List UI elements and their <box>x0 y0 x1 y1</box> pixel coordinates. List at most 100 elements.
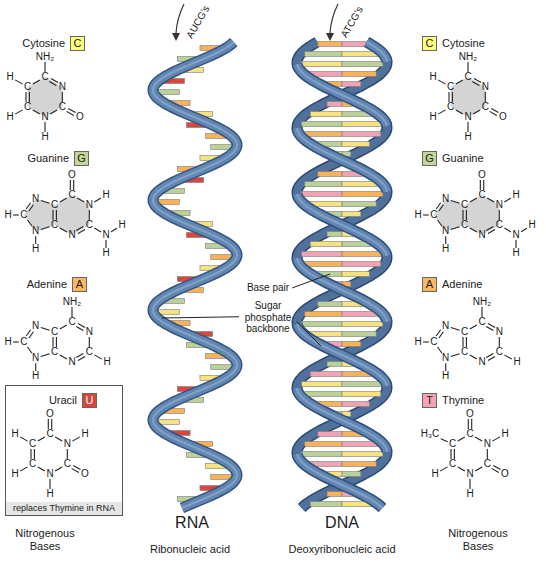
atom-label: H <box>4 337 11 347</box>
chemical-bond <box>439 205 444 211</box>
atom-label: O <box>68 170 76 180</box>
base-name: Guanine <box>27 152 69 165</box>
base-name: Adenine <box>27 278 67 291</box>
atom-label: N <box>102 230 109 240</box>
atom-label: N <box>32 194 39 204</box>
chemical-bond <box>52 337 53 347</box>
atom-label: H <box>512 248 519 258</box>
atom-label: H <box>103 357 110 367</box>
chemical-bond <box>78 323 85 327</box>
structure-formula <box>15 62 75 132</box>
chemical-bond <box>486 326 493 330</box>
molecule-name: RNA <box>175 514 209 532</box>
chemical-bond <box>488 356 495 360</box>
base-letter: U <box>83 394 96 407</box>
structure-formula <box>440 419 500 489</box>
base-pair-rung <box>342 142 369 147</box>
chemical-bond <box>51 78 58 82</box>
atom-label: H <box>32 244 39 254</box>
chemical-bond <box>441 439 448 442</box>
chemical-bond <box>72 468 79 472</box>
base-pair-rung <box>327 232 342 237</box>
atom-label: N <box>478 357 485 367</box>
ring-fill <box>55 195 90 235</box>
base-letter-box: CytosineC <box>70 36 85 51</box>
atom-label: C <box>51 200 58 210</box>
base-pair-rung <box>302 382 342 387</box>
atom-label: N <box>32 226 39 236</box>
chemical-bond <box>440 467 447 471</box>
chemical-bond <box>467 122 468 132</box>
chemical-bond <box>485 92 486 102</box>
atom-label: C <box>447 102 454 112</box>
atom-label: C <box>478 317 485 327</box>
chemical-bond <box>15 110 22 114</box>
chemical-bond <box>438 220 443 226</box>
chemical-bond <box>62 92 63 102</box>
backbone-back <box>297 42 387 508</box>
atom-label: H <box>118 220 125 230</box>
atom-label: N <box>86 327 93 337</box>
chemical-bond <box>60 198 67 202</box>
atom-label: C <box>496 347 503 357</box>
base-pair-rung <box>327 492 342 497</box>
chemical-bond <box>60 228 67 232</box>
chemical-bond <box>456 80 463 84</box>
atom-label: C <box>20 210 27 220</box>
atom-label: N <box>64 439 71 449</box>
base-pair-rung <box>301 192 342 197</box>
chemical-bond <box>488 229 495 233</box>
atom-label: C <box>482 102 489 112</box>
chemical-bond <box>55 437 62 441</box>
chemical-bond <box>481 307 482 317</box>
backbone-front-outline <box>297 64 387 508</box>
atom-label: C <box>64 459 71 469</box>
base-pair-rung <box>305 442 342 447</box>
chemical-bond <box>29 332 34 338</box>
atom-label: H <box>501 429 508 439</box>
chemical-bond <box>487 198 494 202</box>
backbone-ribbon <box>153 42 237 508</box>
chemical-bond <box>20 467 27 471</box>
base-letter: T <box>423 394 436 407</box>
leader-line <box>292 274 330 288</box>
chemical-bond <box>452 92 453 102</box>
chemical-bond <box>491 108 498 112</box>
base-pair-rung <box>303 262 342 267</box>
chemical-bond <box>38 467 45 471</box>
atom-label: H <box>442 371 449 381</box>
base-letter-box: UracilU <box>82 393 97 408</box>
base-pair-rung <box>342 382 382 387</box>
chemical-bond <box>76 326 83 330</box>
base-pair-rung <box>342 262 381 267</box>
chemical-bond <box>436 330 441 336</box>
chemical-bond <box>70 180 71 190</box>
atom-label: H <box>528 220 535 230</box>
chemical-bond <box>56 210 57 220</box>
atom-label: C <box>24 82 31 92</box>
atom-label: C <box>86 220 93 230</box>
chemical-bond <box>451 200 460 203</box>
atom-label: N <box>484 439 491 449</box>
atom-label: N <box>41 112 48 122</box>
chemical-bond <box>445 236 446 244</box>
chemical-bond <box>94 228 100 232</box>
base-pair-rung <box>342 192 383 197</box>
chemical-bond <box>105 240 106 248</box>
base-pair-rung <box>342 82 361 87</box>
chemical-bond <box>487 449 488 459</box>
atom-label: O <box>76 112 84 122</box>
uracil-note-panel: replaces Thymine in RNAUracilU <box>5 385 123 516</box>
atom-label: N <box>496 327 503 337</box>
chemical-bond <box>50 110 57 114</box>
atom-label: C <box>51 347 58 357</box>
structure-formula <box>20 419 80 489</box>
atom-label: C <box>430 210 437 220</box>
atom-label: H <box>11 429 18 439</box>
atom-label: N <box>466 469 473 479</box>
ring-fill <box>465 195 500 235</box>
base-pair-rung <box>342 272 369 277</box>
chemical-bond <box>470 355 477 359</box>
pointer-arrows <box>172 4 338 41</box>
chemical-bond <box>111 228 117 232</box>
